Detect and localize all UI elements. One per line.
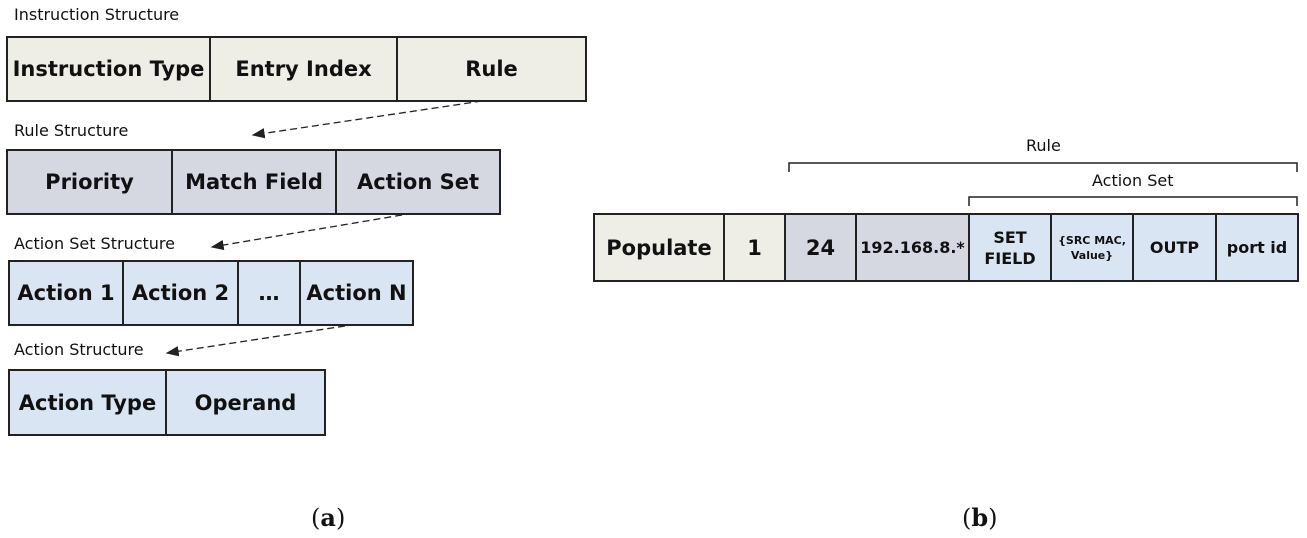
action-type-field: Action Type: [10, 371, 167, 434]
entry-index-cell: 1: [725, 215, 786, 280]
rule-bracket-label: Rule: [1026, 136, 1061, 155]
rule-structure-title: Rule Structure: [14, 121, 129, 140]
action-set-structure-bar: Action 1 Action 2 … Action N: [8, 260, 414, 326]
arrow-action-to-structure: [165, 325, 346, 357]
populate-cell: Populate: [595, 215, 725, 280]
caption-a-letter: a: [320, 503, 336, 532]
ellipsis-field: …: [239, 262, 301, 324]
rule-bracket: [788, 162, 1298, 172]
port-id-cell: port id: [1217, 215, 1297, 280]
example-rule-bar: Populate 1 24 192.168.8.* SET FIELD {SRC…: [593, 213, 1299, 282]
action-set-field: Action Set: [337, 151, 499, 213]
instruction-structure-title: Instruction Structure: [14, 5, 180, 24]
action-set-bracket: [968, 196, 1298, 206]
operand-field: Operand: [167, 371, 324, 434]
instruction-type-field: Instruction Type: [8, 38, 211, 100]
action-set-structure-title: Action Set Structure: [14, 234, 175, 253]
instruction-structure-bar: Instruction Type Entry Index Rule: [6, 36, 587, 102]
action-structure-bar: Action Type Operand: [8, 369, 326, 436]
action-2-field: Action 2: [124, 262, 239, 324]
entry-index-field: Entry Index: [211, 38, 398, 100]
rule-structure-bar: Priority Match Field Action Set: [6, 149, 501, 215]
match-field-cell: 192.168.8.*: [857, 215, 970, 280]
match-field-field: Match Field: [173, 151, 337, 213]
rule-field: Rule: [398, 38, 585, 100]
caption-b: (b): [962, 503, 998, 532]
arrow-action-set-to-structure: [210, 214, 403, 251]
action-n-field: Action N: [301, 262, 412, 324]
priority-field: Priority: [8, 151, 173, 213]
priority-cell: 24: [786, 215, 857, 280]
set-field-cell: SET FIELD: [970, 215, 1052, 280]
action-set-bracket-label: Action Set: [1092, 171, 1174, 190]
action-1-field: Action 1: [10, 262, 124, 324]
arrow-rule-to-rule-structure: [251, 100, 483, 139]
src-mac-value-cell: {SRC MAC, Value}: [1052, 215, 1134, 280]
caption-a: (a): [311, 503, 346, 532]
action-structure-title: Action Structure: [14, 340, 144, 359]
caption-b-letter: b: [971, 503, 989, 532]
outp-cell: OUTP: [1134, 215, 1217, 280]
